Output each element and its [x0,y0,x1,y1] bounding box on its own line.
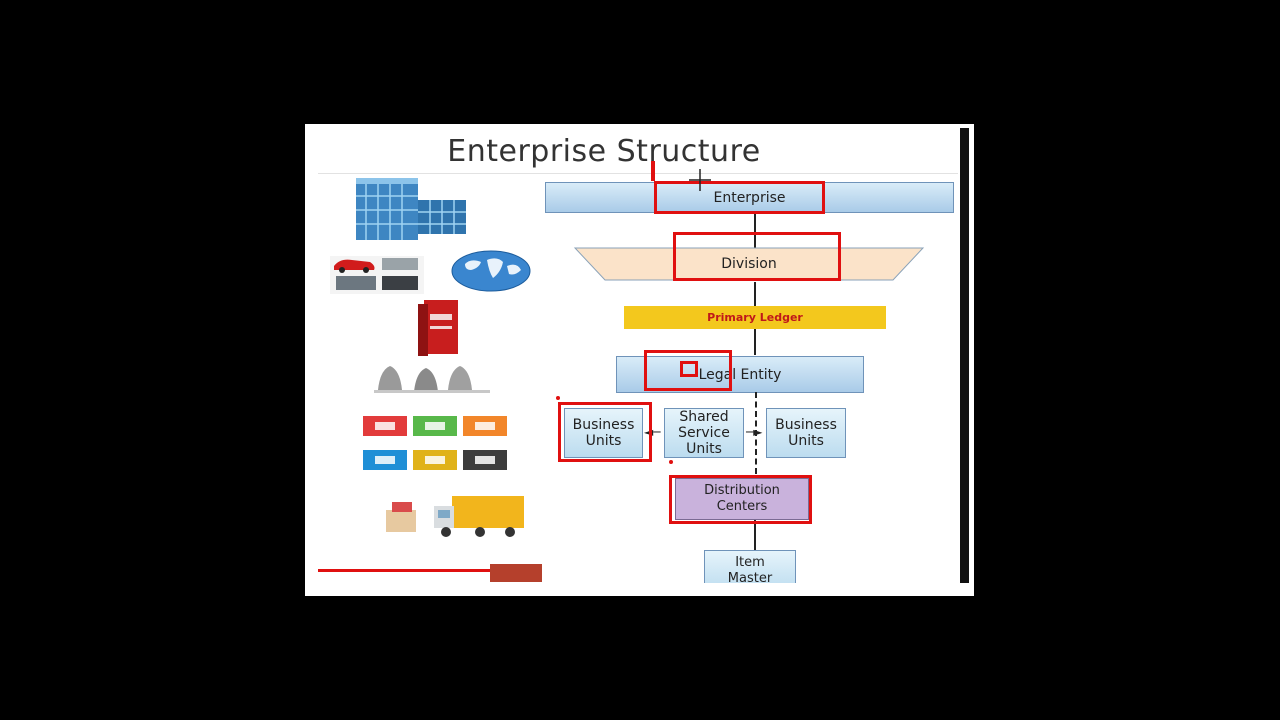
division-label: Division [721,256,777,272]
connector-line [754,282,756,306]
connector-line [754,520,756,550]
shared-service-units-line3: Units [686,441,722,457]
arrow-right-icon: ─► [746,425,763,439]
cursor-crosshair-icon [689,169,711,191]
primary-ledger-bar: Primary Ledger [624,306,886,329]
annotation-underline [318,569,508,572]
annotation-dot [556,396,560,400]
division-trapezoid [573,247,925,281]
annotation-legal-entity [644,350,732,391]
distribution-centers-line2: Centers [716,499,768,514]
globe-icon [451,250,531,292]
annotation-division [673,232,841,281]
delivery-truck-icon [386,496,524,537]
title-divider [318,173,958,174]
connector-line [754,329,756,355]
cars-icon [330,256,424,294]
legal-entity-label: Legal Entity [698,366,782,383]
slide: Enterprise Structure [314,128,969,583]
item-master-line2: Master [727,571,773,583]
business-units-right: Business Units [766,408,846,458]
business-units-right-line2: Units [788,433,824,449]
colored-tiles-icon [363,416,507,470]
item-master-line1: Item [735,555,765,570]
shared-service-units-line2: Service [678,425,730,441]
connector-line [754,212,756,250]
slide-scrollbar [960,128,969,583]
dashed-connector [755,392,757,474]
annotation-distribution-centers [669,475,812,524]
annotation-business-units [558,402,652,462]
business-units-right-line1: Business [775,417,837,433]
annotation-enterprise [654,181,825,214]
item-master-box: Item Master [704,550,796,583]
shared-service-units-line1: Shared [679,409,729,425]
annotation-small-square [680,361,698,377]
business-units-left-line1: Business [572,417,635,433]
distribution-centers-line1: Distribution [704,483,780,498]
office-building-icon [356,178,466,240]
distribution-centers-box: Distribution Centers [675,478,809,520]
slide-title: Enterprise Structure [447,134,761,169]
shared-service-units: Shared Service Units [664,408,744,458]
arrow-left-icon: ◄─ [644,425,661,439]
business-units-left: Business Units [564,408,643,458]
red-book-icon [418,300,458,356]
package-icon [490,564,542,582]
business-units-left-line2: Units [585,433,622,449]
annotation-stroke [651,161,655,181]
annotation-dot [669,460,673,464]
legal-entity-bar: Legal Entity [616,356,864,393]
bells-icon [374,366,490,393]
